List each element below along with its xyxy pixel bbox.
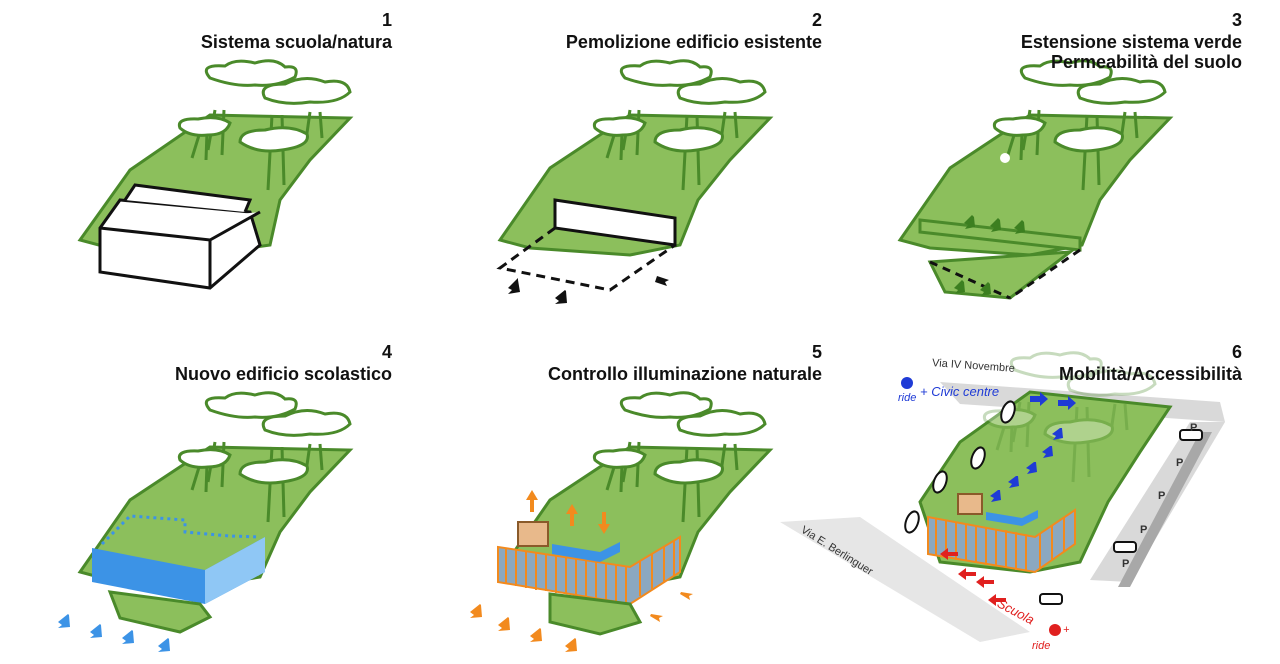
brise-soleil — [935, 518, 1065, 571]
parking-mark: P — [1140, 524, 1148, 536]
ride-label-bottom: ride — [1032, 640, 1051, 652]
permeable-ground — [927, 250, 1075, 300]
panel-1-diagram — [77, 59, 354, 290]
louvre-facade — [497, 535, 681, 606]
marker-dot — [1000, 153, 1010, 163]
panel-1-school-nature: 1 Sistema scuola/natura — [10, 0, 410, 332]
civic-centre-label: + Civic centre — [920, 384, 1000, 399]
parking-mark: P — [1122, 558, 1130, 570]
panel-title: Nuovo edificio scolastico — [174, 364, 392, 384]
panel-3-diagram — [897, 59, 1174, 300]
road-west — [780, 517, 1030, 642]
infiltration-arrows — [954, 215, 1025, 296]
demolished-footprint — [496, 198, 677, 292]
louvre-facade — [927, 508, 1076, 574]
green-ground — [548, 592, 643, 636]
panel-number: 3 — [1231, 10, 1242, 30]
blue-arrows — [58, 614, 170, 652]
panel-5-diagram — [470, 391, 774, 652]
plus-label-bottom: + — [1063, 624, 1070, 636]
green-ground — [107, 590, 213, 634]
panel-4-diagram — [58, 391, 354, 652]
courtyard-block — [957, 493, 983, 515]
panel-number: 2 — [811, 10, 822, 30]
panel-number: 6 — [1231, 342, 1242, 362]
courtyard-block — [517, 521, 549, 547]
blue-arrows — [901, 377, 1076, 502]
removal-arrows — [508, 276, 669, 304]
panel-number: 1 — [381, 10, 392, 30]
panel-6-diagram — [780, 351, 1225, 642]
roof-block — [986, 510, 1038, 526]
panel-2-demolition: 2 Pemolizione edificio esistente — [440, 0, 840, 332]
panel-number: 5 — [811, 342, 822, 362]
ride-label-top: ride — [898, 392, 917, 404]
panel-title: Controllo illuminazione naturale — [547, 364, 822, 384]
brise-soleil — [505, 540, 675, 604]
footprint-outline — [929, 248, 1081, 300]
panel-title: Sistema scuola/natura — [200, 32, 392, 52]
panel-title: Mobilità/Accessibilità — [1058, 364, 1242, 384]
parking-mark: P — [1158, 490, 1166, 502]
panel-6-mobility: Via IV Novembre + Civic centre ride Via … — [780, 332, 1260, 664]
orange-arrows — [470, 490, 693, 652]
panel-4-new-school: 4 Nuovo edificio scolastico — [10, 332, 410, 664]
parking-strip — [1118, 432, 1212, 587]
panel-number: 4 — [381, 342, 392, 362]
existing-building — [98, 183, 262, 290]
roof-block — [552, 542, 620, 562]
panel-title: Pemolizione edificio esistente — [565, 32, 822, 52]
building-outline — [100, 514, 261, 546]
car-icon — [1039, 429, 1203, 605]
parking-mark: P — [1190, 422, 1198, 434]
panel-5-daylight-control: 5 Controllo illuminazione naturale — [440, 332, 840, 664]
parking-mark: P — [1176, 457, 1184, 469]
footsteps-icon — [904, 400, 1016, 534]
panel-2-diagram — [496, 59, 774, 304]
red-arrows — [940, 548, 1061, 636]
